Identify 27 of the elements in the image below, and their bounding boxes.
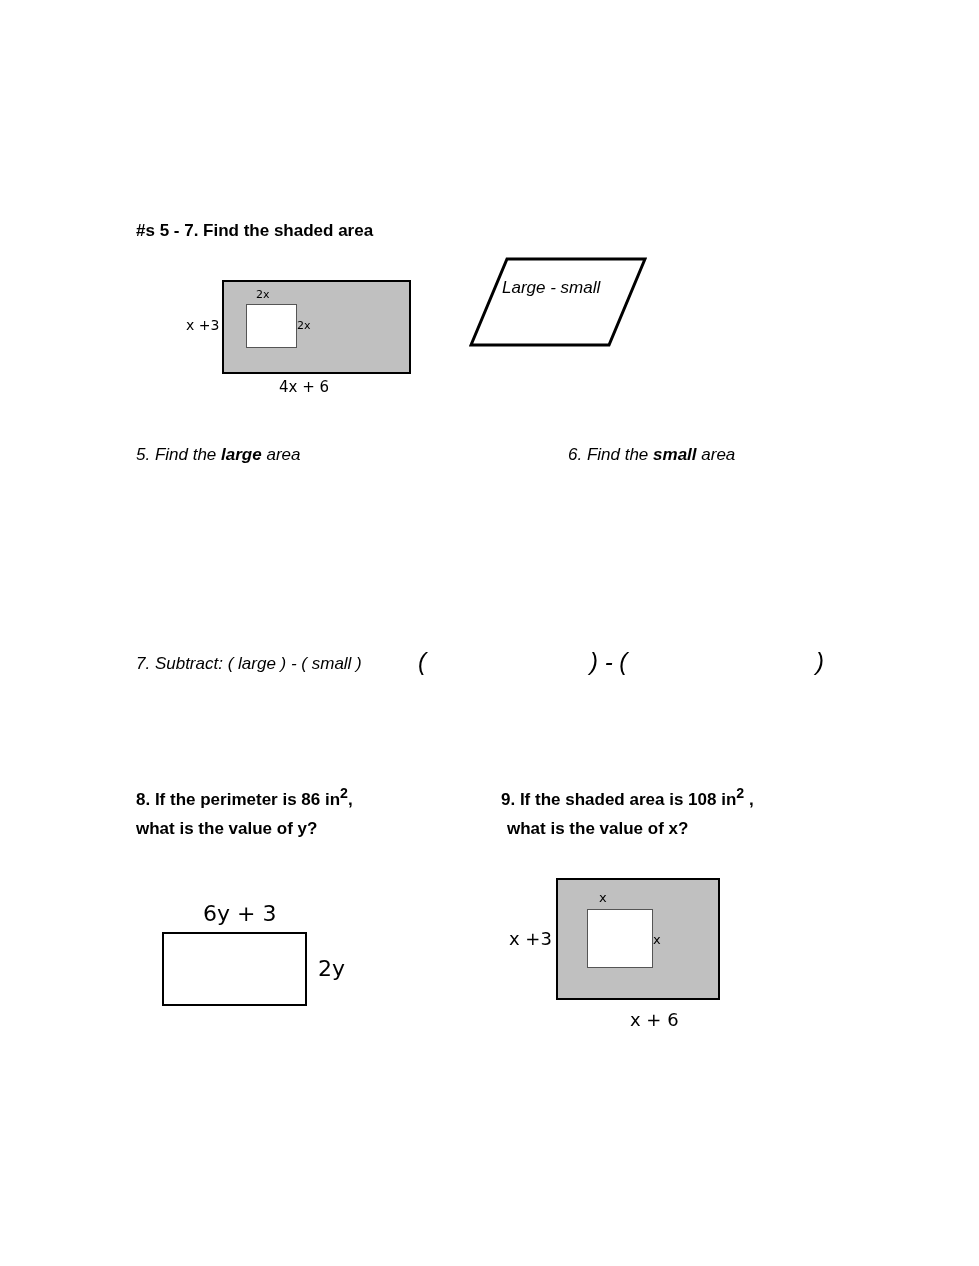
dimension-label: x + 6	[630, 1010, 679, 1030]
question-text: 6. Find the small area	[568, 446, 736, 465]
shaded-rectangle	[222, 280, 411, 374]
parenthesis: (	[418, 649, 426, 676]
dimension-label: x +3	[186, 318, 220, 334]
question-text: what is the value of x?	[507, 820, 689, 839]
parenthesis: ) - (	[590, 649, 628, 676]
shape-label: Large - small	[502, 279, 601, 298]
inner-square	[587, 909, 653, 968]
question-text: 5. Find the large area	[136, 446, 301, 465]
question-text: 7. Subtract: ( large ) - ( small )	[136, 655, 362, 674]
dimension-label: 4x + 6	[279, 379, 330, 396]
dimension-label: x	[599, 891, 607, 906]
dimension-label: 2y	[318, 957, 346, 982]
question-text: 8. If the perimeter is 86 in$^{2}$,	[136, 786, 353, 810]
dimension-label: 2x	[256, 289, 270, 302]
dimension-label: x +3	[509, 929, 552, 949]
inner-square	[246, 304, 297, 348]
dimension-label: x	[653, 933, 661, 948]
parenthesis: )	[816, 649, 824, 676]
dimension-label: 2x	[297, 320, 311, 333]
shaded-rectangle	[556, 878, 720, 1000]
question-text: 9. If the shaded area is 108 in$^{2}$ ,	[501, 786, 754, 810]
heading: #s 5 - 7. Find the shaded area	[136, 222, 374, 241]
rectangle	[162, 932, 307, 1006]
dimension-label: 6y + 3	[203, 902, 277, 927]
question-text: what is the value of y?	[136, 820, 318, 839]
